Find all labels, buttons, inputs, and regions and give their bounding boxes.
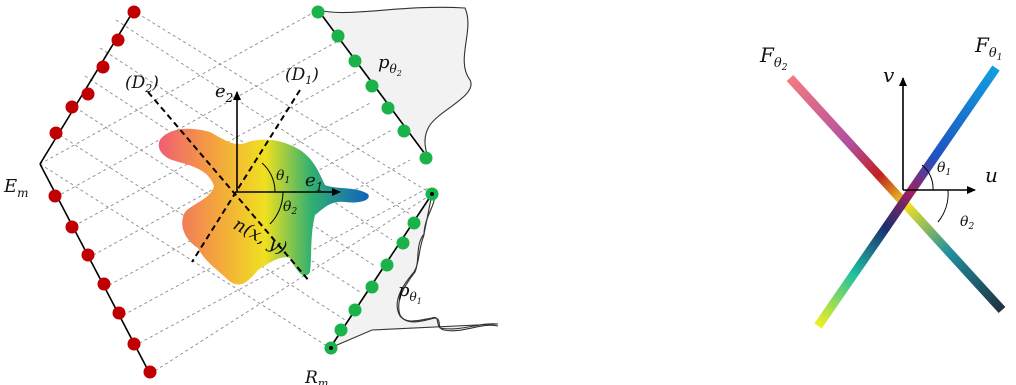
filter-f-theta2-bar xyxy=(786,74,1006,314)
filter-f-theta1-bar xyxy=(814,65,1000,329)
right-panel: Fθ2 Fθ1 v u θ1 θ2 xyxy=(759,33,1006,329)
theta1-arc xyxy=(261,162,276,193)
axis-e2-label: e2 xyxy=(215,81,233,105)
axis-u-label: u xyxy=(985,163,998,187)
theta2-label-right: θ2 xyxy=(960,214,974,232)
object-n-xy xyxy=(158,128,369,285)
theta1-label-right: θ1 xyxy=(937,160,951,178)
filter-f-theta2-label: Fθ2 xyxy=(759,43,788,73)
filter-f-theta1-label: Fθ1 xyxy=(974,33,1002,63)
theta2-arc-right xyxy=(937,189,949,223)
receiver-label: Rm xyxy=(304,368,328,385)
axis-v-label: v xyxy=(883,63,895,87)
emitter-label: Em xyxy=(3,176,29,200)
theta2-arc xyxy=(269,191,284,225)
line-d2-label: (D2) xyxy=(125,73,159,95)
line-d2 xyxy=(147,91,311,283)
axis-e1-label: e1 xyxy=(305,170,323,194)
left-panel: Em Rm e2 e1 (D2) (D1) θ1 θ2 n(x, y) pθ2 … xyxy=(3,5,499,385)
projection-p-theta2-shape xyxy=(316,6,472,160)
line-d1 xyxy=(191,89,301,263)
emitter-dots xyxy=(48,5,157,379)
line-d1-label: (D1) xyxy=(285,65,319,87)
theta1-label-left: θ1 xyxy=(276,168,290,186)
theta2-label-left: θ2 xyxy=(283,199,297,217)
projection-p-theta2-label: pθ2 xyxy=(378,52,402,78)
projection-p-theta1-label: pθ1 xyxy=(398,280,422,306)
theta1-arc-right xyxy=(921,164,934,191)
